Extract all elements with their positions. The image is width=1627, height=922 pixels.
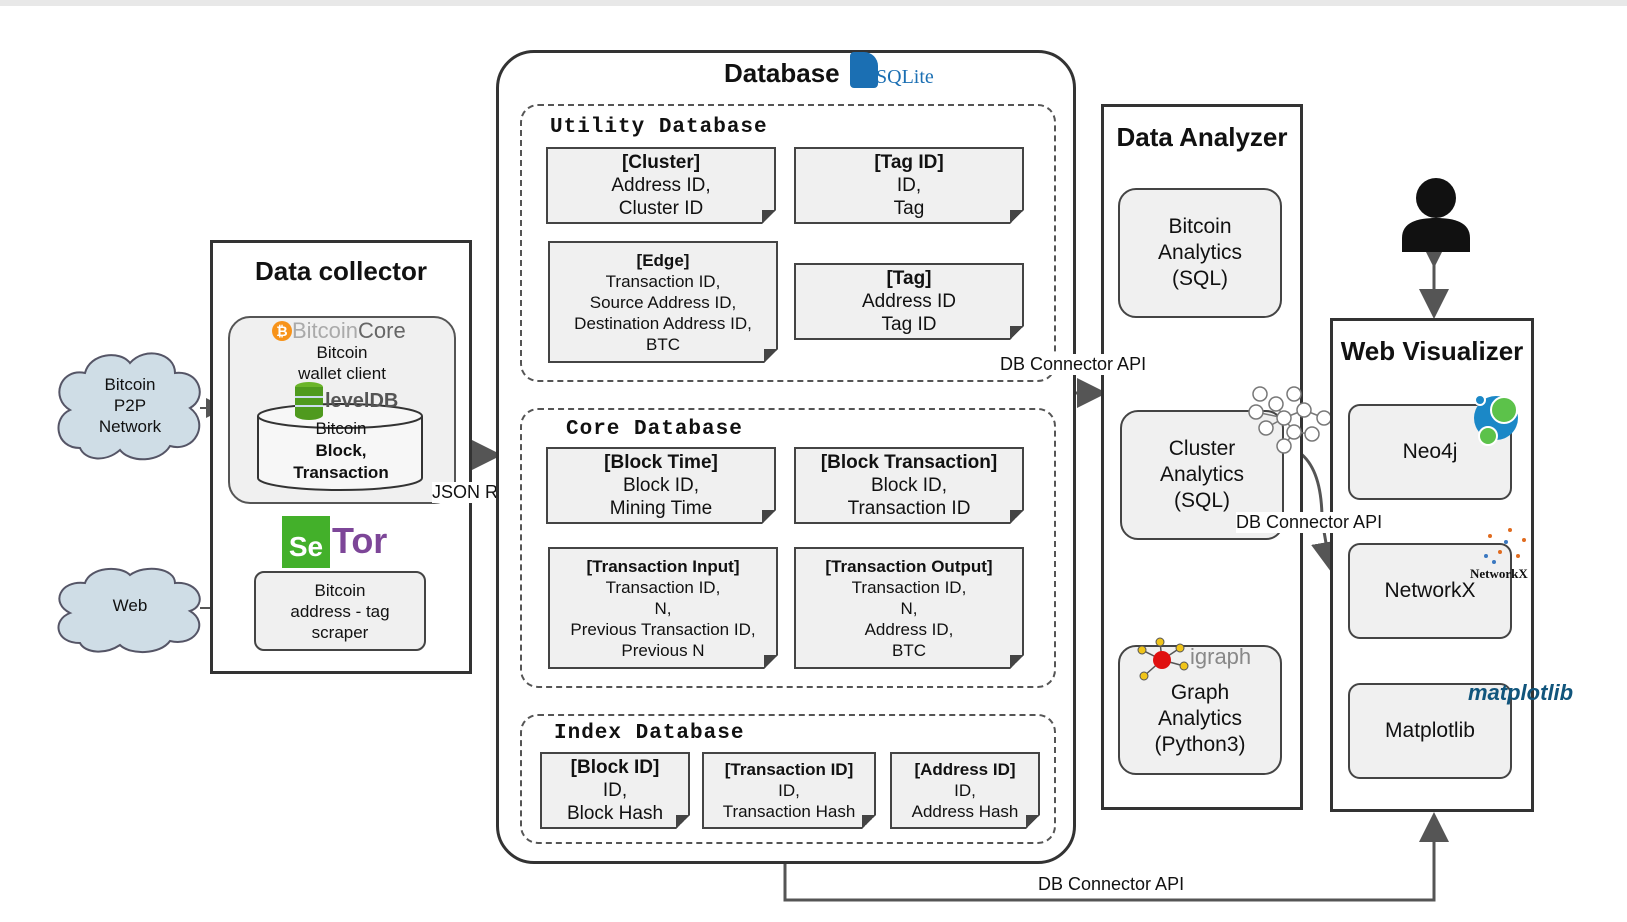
block-transaction-table: [Block Transaction]Block ID,Transaction … xyxy=(794,447,1024,524)
bitcoin-icon: ₿ xyxy=(272,321,292,341)
networkx-graph-icon xyxy=(1484,528,1526,564)
cluster-table: [Cluster]Address ID,Cluster ID xyxy=(546,147,776,224)
p2p-cloud-shape xyxy=(57,352,201,461)
block-id-table: [Block ID]ID,Block Hash xyxy=(540,752,690,829)
core-db-group xyxy=(520,408,1056,688)
edge-table: [Edge]Transaction ID,Source Address ID,D… xyxy=(548,241,778,363)
leveldb-icon xyxy=(292,381,326,421)
transaction-id-table: [Transaction ID]ID,Transaction Hash xyxy=(702,752,876,829)
db-connector-api-label-2: DB Connector API xyxy=(1236,512,1383,533)
igraph-icon xyxy=(1137,637,1189,681)
index-db-group xyxy=(520,714,1056,844)
data-analyzer-title: Data Analyzer xyxy=(1116,122,1288,152)
neo4j-icon xyxy=(1474,394,1518,446)
bottom-api-line xyxy=(783,812,1449,902)
web-cloud-shape xyxy=(57,567,201,653)
neo4j-box[interactable]: Neo4j xyxy=(1348,404,1512,500)
utility-db-group xyxy=(520,104,1056,382)
transaction-input-table: [Transaction Input]Transaction ID,N,Prev… xyxy=(548,547,778,669)
tor-logo: Tor xyxy=(332,520,388,561)
matplotlib-logo: matplotlib xyxy=(1468,680,1574,705)
sqlite-feather-icon xyxy=(850,52,878,88)
networkx-box[interactable]: NetworkX xyxy=(1348,543,1512,639)
selenium-logo: Se xyxy=(282,516,330,568)
db-connector-api-label-3: DB Connector API xyxy=(1038,874,1185,895)
core-db-title: Core Database xyxy=(566,418,743,441)
cluster-graph-icon xyxy=(1248,386,1332,454)
bitcoincore-logo: ₿BitcoinCore xyxy=(272,318,462,344)
address-id-table: [Address ID]ID,Address Hash xyxy=(890,752,1040,829)
db-connector-api-label-1: DB Connector API xyxy=(1000,354,1147,375)
matplotlib-box[interactable]: Matplotlib xyxy=(1348,683,1512,779)
web-visualizer-title: Web Visualizer xyxy=(1340,336,1524,366)
cluster-to-networkx-arrow xyxy=(1299,451,1341,572)
top-bar xyxy=(0,0,1627,6)
database-title: Database xyxy=(724,58,840,88)
tag-id-table: [Tag ID]ID,Tag xyxy=(794,147,1024,224)
leveldb-logo: levelDB xyxy=(325,390,399,412)
data-collector-title: Data collector xyxy=(255,256,427,286)
networkx-logo: NetworkX xyxy=(1470,566,1528,581)
transaction-output-table: [Transaction Output]Transaction ID,N,Add… xyxy=(794,547,1024,669)
igraph-logo: igraph xyxy=(1190,644,1252,669)
utility-db-title: Utility Database xyxy=(550,116,768,139)
block-time-table: [Block Time]Block ID,Mining Time xyxy=(546,447,776,524)
user-icon xyxy=(1402,178,1470,252)
sqlite-logo: SQLite xyxy=(876,66,934,88)
index-db-title: Index Database xyxy=(554,722,745,745)
cylinder-label: Bitcoin Block, Transaction xyxy=(293,419,389,482)
web-label: Web xyxy=(112,595,148,615)
